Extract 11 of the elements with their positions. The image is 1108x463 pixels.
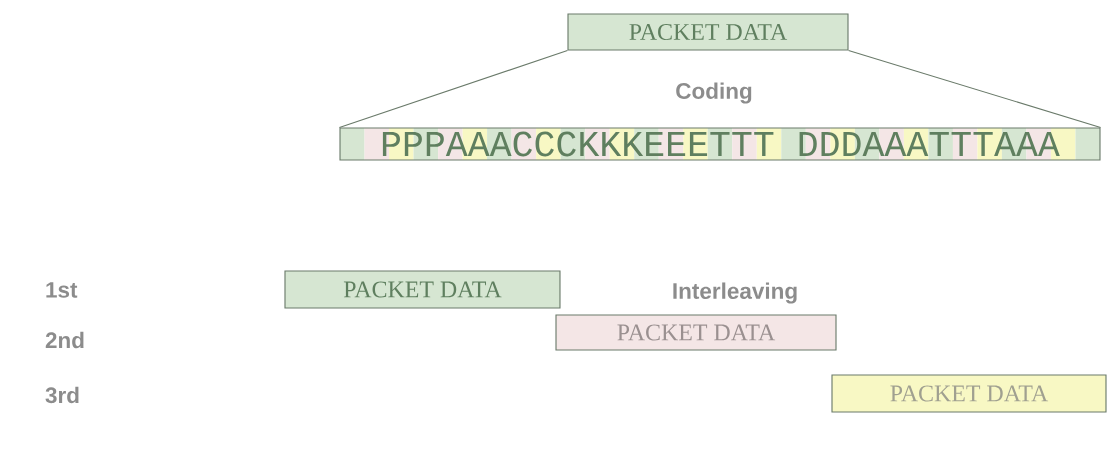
fan-line xyxy=(848,50,1102,128)
packet-box: PACKET DATA xyxy=(555,314,837,351)
fan-line xyxy=(338,50,568,128)
packet-box: PACKET DATA xyxy=(567,13,849,51)
faint-label: Coding xyxy=(676,82,752,104)
faint-label: 1st xyxy=(46,282,78,298)
packet-box: PACKET DATA xyxy=(831,374,1107,413)
faint-label: 3rd xyxy=(45,386,79,404)
packet-box: PACKET DATA xyxy=(284,270,561,309)
faint-label: 2nd xyxy=(45,331,84,349)
code-strip: PPPAAACCCKKKEEETTT DDDAAATTTAAA xyxy=(339,127,1101,161)
